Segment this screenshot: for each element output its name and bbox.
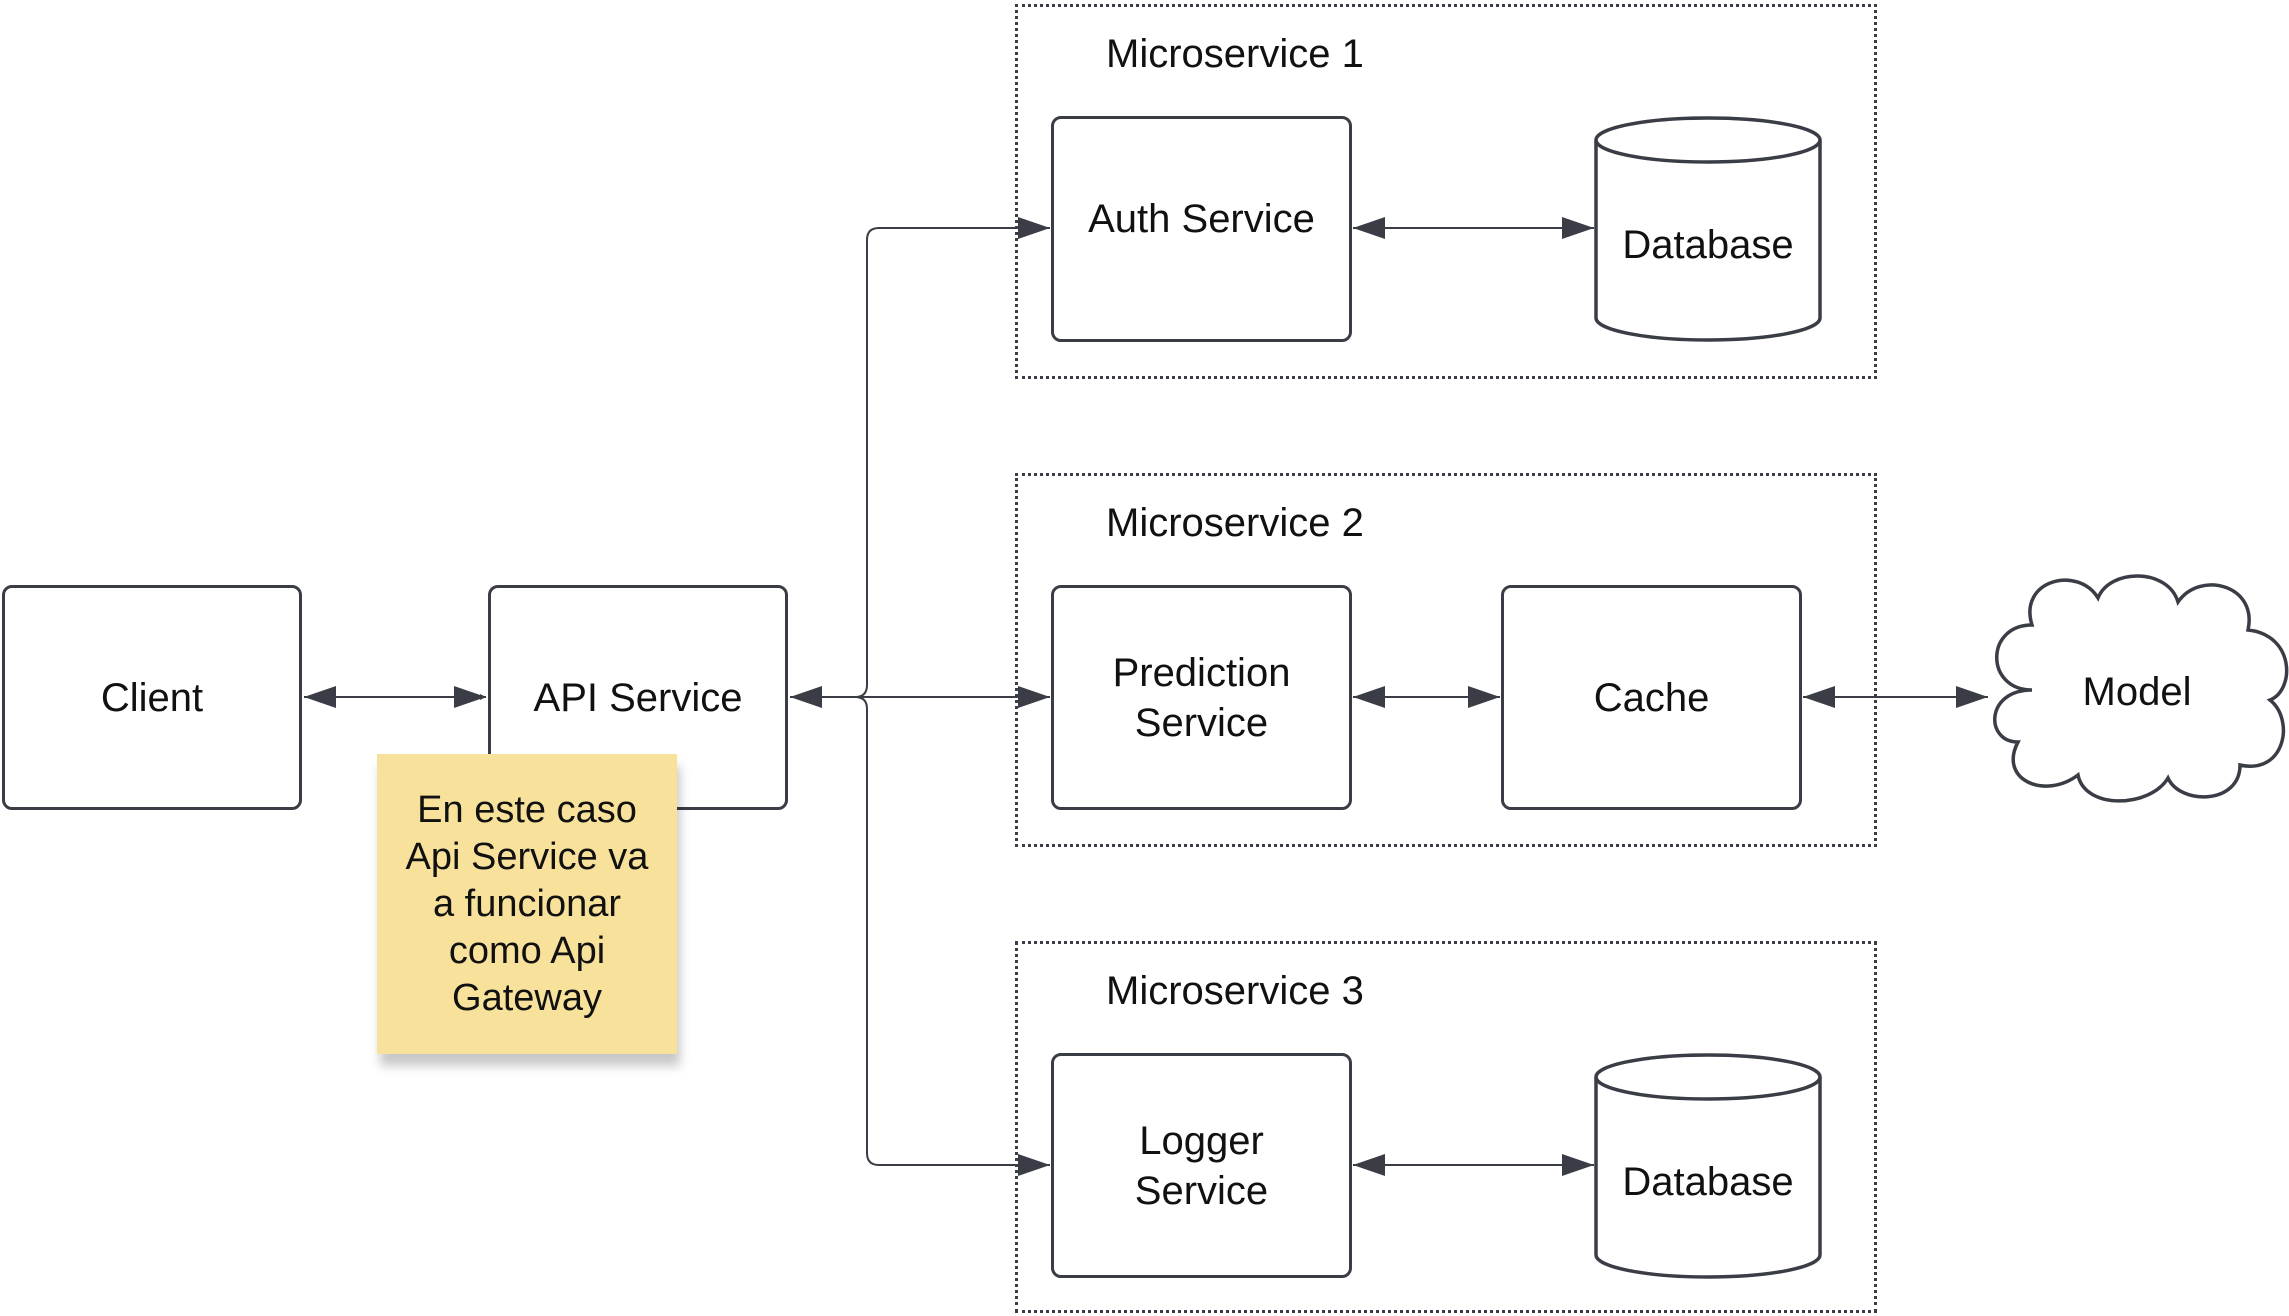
- group-microservice-2: [1015, 473, 1877, 847]
- node-auth-service[interactable]: Auth Service: [1051, 116, 1352, 342]
- sticky-note-text: En este caso Api Service va a funcionar …: [405, 788, 649, 1019]
- group-title-microservice-1: Microservice 1: [1106, 32, 1364, 76]
- arrow-api-auth: [854, 217, 1050, 698]
- node-api-service-label: API Service: [533, 675, 743, 720]
- sticky-note[interactable]: En este caso Api Service va a funcionar …: [377, 754, 677, 1054]
- arrow-api-logger: [854, 696, 1050, 1176]
- node-client-label: Client: [100, 675, 204, 720]
- node-client[interactable]: Client: [2, 585, 302, 810]
- node-auth-service-label: Auth Service: [1088, 197, 1315, 241]
- group-title-microservice-3: Microservice 3: [1106, 969, 1364, 1013]
- group-microservice-1: [1015, 4, 1877, 379]
- node-prediction-service[interactable]: Prediction Service: [1051, 585, 1352, 810]
- node-logger-service-label: Logger Service: [1134, 1118, 1269, 1213]
- node-cache[interactable]: Cache: [1501, 585, 1802, 810]
- group-title-microservice-2: Microservice 2: [1106, 501, 1364, 545]
- node-logger-service[interactable]: Logger Service: [1051, 1053, 1352, 1278]
- node-cache-label: Cache: [1593, 675, 1710, 720]
- node-prediction-service-label: Prediction Service: [1112, 650, 1291, 745]
- group-microservice-3: [1015, 941, 1877, 1313]
